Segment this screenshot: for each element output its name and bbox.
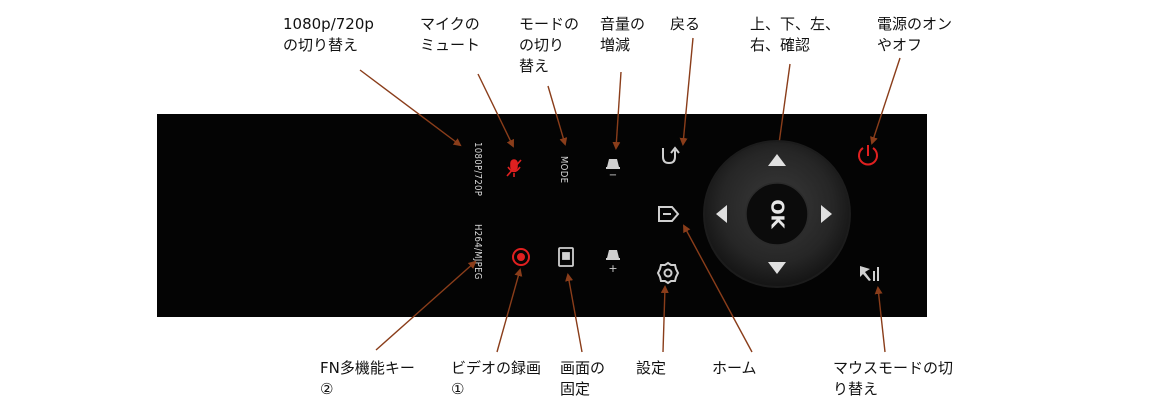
home-icon[interactable]	[658, 206, 680, 222]
arrow-record	[496, 268, 523, 353]
volume-up-icon[interactable]	[606, 250, 620, 260]
label-mode[interactable]: MODE	[558, 156, 569, 184]
arrow-mouse	[874, 286, 886, 353]
up-arrow-icon[interactable]	[768, 154, 786, 166]
arrow-fn	[375, 260, 477, 351]
volume-up-sign: +	[608, 262, 617, 275]
arrow-resolution	[359, 69, 462, 147]
left-arrow-icon[interactable]	[716, 205, 727, 223]
callout-home: ホーム	[712, 359, 757, 377]
arrow-settings	[660, 285, 669, 353]
right-arrow-icon[interactable]	[821, 205, 832, 223]
settings-gear-icon[interactable]	[656, 261, 680, 285]
arrow-mic-mute	[477, 73, 514, 148]
volume-down-sign: −	[609, 170, 617, 181]
dpad[interactable]	[703, 140, 851, 288]
callout-volume: 音量の 増減	[600, 15, 646, 54]
callout-power: 電源のオン やオフ	[877, 15, 953, 54]
ok-button[interactable]: OK	[767, 199, 788, 229]
power-icon[interactable]	[858, 145, 878, 166]
callout-fn: FN多機能キー ②	[320, 359, 415, 398]
arrow-volume	[612, 71, 622, 150]
callout-record: ビデオの録画 ①	[451, 359, 542, 398]
freeze-screen-icon[interactable]	[558, 247, 574, 267]
mic-mute-icon[interactable]	[506, 159, 522, 177]
mouse-mode-icon[interactable]	[860, 266, 879, 281]
callout-mic-mute: マイクの ミュート	[420, 15, 481, 54]
callout-mouse-mode: マウスモードの切 り替え	[833, 359, 954, 398]
callout-directions: 上、下、左、 右、確認	[750, 15, 841, 54]
arrow-home	[683, 224, 753, 353]
callout-back: 戻る	[670, 15, 701, 33]
label-codec[interactable]: H264/MJPEG	[472, 224, 483, 280]
arrow-freeze	[565, 273, 583, 353]
down-arrow-icon[interactable]	[768, 262, 786, 274]
callout-mode-switch: モードの の切り 替え	[519, 15, 580, 75]
record-icon[interactable]	[512, 248, 530, 266]
arrow-back	[679, 37, 694, 146]
volume-down-icon[interactable]	[606, 159, 620, 169]
label-resolution[interactable]: 1080P/720P	[472, 142, 483, 197]
callout-freeze: 画面の 固定	[560, 359, 606, 398]
arrow-power	[870, 57, 901, 145]
callout-settings: 設定	[636, 359, 667, 377]
back-icon[interactable]	[662, 146, 680, 165]
arrow-mode	[547, 85, 568, 146]
callout-resolution: 1080p/720p の切り替え	[283, 15, 374, 54]
